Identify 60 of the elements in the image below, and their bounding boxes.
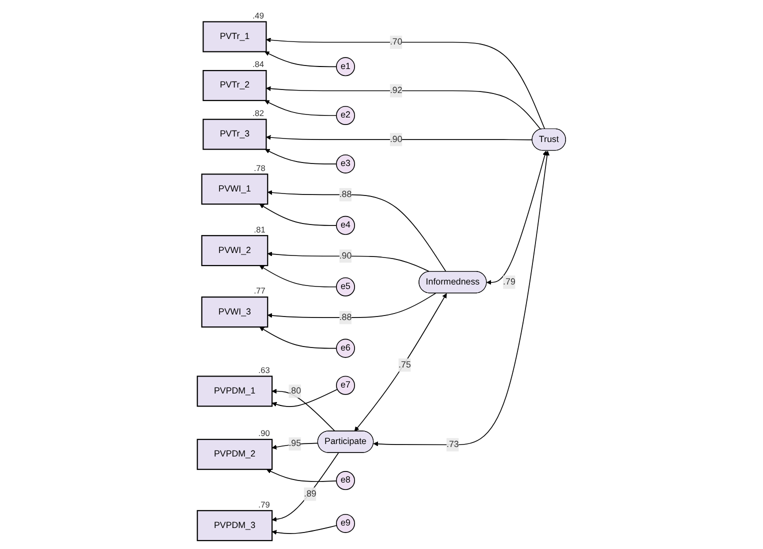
arrow bbox=[267, 190, 446, 272]
value-label: .79 bbox=[258, 499, 270, 510]
arrow bbox=[266, 135, 533, 140]
arrow bbox=[486, 150, 548, 285]
arrow bbox=[267, 252, 430, 272]
edge-label: .90 bbox=[339, 251, 352, 261]
arrow bbox=[264, 149, 337, 164]
edge-label: .88 bbox=[339, 190, 352, 200]
node-circle: e1 bbox=[336, 57, 356, 76]
arrow bbox=[272, 452, 339, 522]
value-label: .82 bbox=[252, 108, 264, 118]
value-label: .63 bbox=[258, 364, 270, 375]
node-circle: e2 bbox=[336, 106, 356, 125]
arrow bbox=[266, 469, 337, 482]
arrow bbox=[259, 326, 337, 349]
edge-label: .90 bbox=[390, 134, 402, 144]
arrow bbox=[259, 265, 337, 288]
arrow bbox=[264, 100, 337, 116]
node-box: PVPDM_3 bbox=[196, 510, 273, 542]
node-box: PVPDM_2 bbox=[196, 438, 273, 470]
value-label: .49 bbox=[252, 10, 264, 20]
edge-label: .79 bbox=[503, 277, 516, 287]
node-circle: e4 bbox=[336, 216, 356, 235]
arrow bbox=[266, 86, 541, 130]
edge-label: .95 bbox=[288, 438, 302, 448]
edge-label: .92 bbox=[390, 86, 402, 96]
arrow bbox=[272, 388, 338, 408]
value-label: .77 bbox=[254, 286, 266, 296]
value-label: .84 bbox=[252, 59, 264, 70]
edge-label: .89 bbox=[304, 489, 316, 499]
value-label: .90 bbox=[258, 428, 270, 438]
arrow bbox=[354, 293, 447, 432]
edge-label: .73 bbox=[446, 440, 459, 450]
arrow bbox=[259, 204, 337, 226]
node-circle: e3 bbox=[336, 154, 356, 174]
arrow bbox=[272, 442, 318, 450]
edge-label: .80 bbox=[288, 386, 302, 396]
arrow bbox=[272, 525, 338, 535]
value-label: .78 bbox=[254, 162, 266, 173]
edge-label: .88 bbox=[339, 312, 352, 322]
arrow bbox=[264, 51, 337, 68]
arrow bbox=[267, 292, 436, 318]
node-box: PVWI_2 bbox=[201, 235, 268, 266]
node-box: PVPDM_1 bbox=[196, 376, 273, 407]
arrow bbox=[266, 38, 546, 130]
node-box: PVTr_3 bbox=[202, 118, 267, 150]
node-box: PVTr_2 bbox=[202, 70, 267, 102]
arrow bbox=[272, 388, 336, 432]
node-box: PVTr_1 bbox=[202, 21, 267, 52]
node-circle: e8 bbox=[336, 471, 356, 490]
node-box: PVWI_1 bbox=[201, 174, 268, 205]
node-circle: e7 bbox=[336, 376, 356, 395]
node-circle: e9 bbox=[336, 514, 356, 533]
value-label: .81 bbox=[254, 224, 266, 234]
node-box: PVWI_3 bbox=[201, 296, 268, 328]
node-circle: e6 bbox=[336, 338, 356, 358]
edge-label: .75 bbox=[398, 360, 411, 370]
edge-label: .70 bbox=[390, 37, 402, 47]
arrow bbox=[373, 150, 550, 446]
node-circle: e5 bbox=[336, 277, 356, 296]
